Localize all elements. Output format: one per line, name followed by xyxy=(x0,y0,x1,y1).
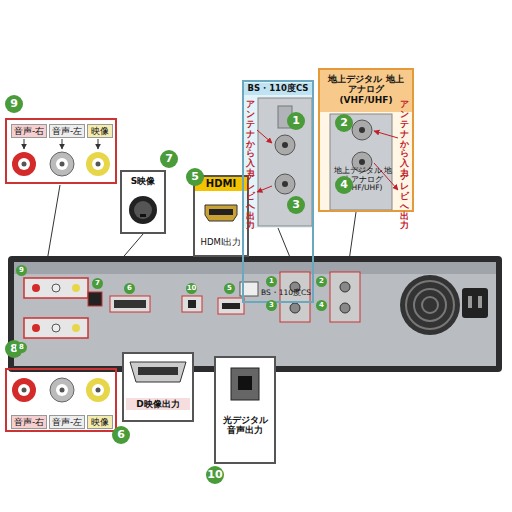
port-label: HDMI出力 xyxy=(195,237,247,249)
callout-number: 6 xyxy=(112,426,130,444)
callout-number: 4 xyxy=(335,176,353,194)
port-label: 音声-右 xyxy=(11,124,47,138)
callout-number: 3 xyxy=(287,196,305,214)
callout-number: 2 xyxy=(335,114,353,132)
callout-number: 9 xyxy=(16,265,27,276)
antenna-panel: 地上デジタル 地上アナログ (VHF/UHF)地上デジタル 地上アナログ (VH… xyxy=(318,68,414,212)
port-label: 地上デジタル 地上アナログ (VHF/UHF) xyxy=(326,73,406,106)
callout-number: 3 xyxy=(266,300,277,311)
port-label: 映像 xyxy=(87,124,113,138)
callout-number: 1 xyxy=(266,276,277,287)
callout-number: 6 xyxy=(124,283,135,294)
connector-box: S映像 xyxy=(120,170,166,234)
callout-number: 5 xyxy=(186,168,204,186)
port-label: 音声-左 xyxy=(49,415,85,429)
callout-number: 7 xyxy=(92,278,103,289)
port-label: S映像 xyxy=(122,175,164,187)
connector-box: D映像出力 xyxy=(122,352,194,422)
port-label: BS・110度CS xyxy=(244,83,312,95)
port-label: 音声-右 xyxy=(11,415,47,429)
port-label: D映像出力 xyxy=(126,398,190,410)
callout-number: 7 xyxy=(160,150,178,168)
callout-number: 2 xyxy=(316,276,327,287)
callout-number: 8 xyxy=(16,342,27,353)
port-label: BS・110度CS xyxy=(260,288,312,299)
direction-label: アンテナから入力 xyxy=(246,100,255,179)
jack-panel: 音声-右音声-左映像 xyxy=(5,368,117,432)
callout-number: 10 xyxy=(186,283,197,294)
callout-number: 9 xyxy=(5,95,23,113)
rca-jacks xyxy=(12,139,110,176)
callout-number: 10 xyxy=(206,466,224,484)
connector-box: 光デジタル 音声出力 xyxy=(214,356,276,464)
connector-box: HDMIHDMI出力 xyxy=(193,175,249,257)
callout-number: 4 xyxy=(316,300,327,311)
device-back xyxy=(8,256,502,372)
rca-jacks xyxy=(12,378,110,402)
port-label: 音声-左 xyxy=(49,124,85,138)
direction-label: アンテナから入力 xyxy=(400,100,409,179)
callout-number: 1 xyxy=(287,112,305,130)
port-label: 映像 xyxy=(87,415,113,429)
direction-label: テレビへ出力 xyxy=(246,172,255,231)
jack-panel: 音声-右音声-左映像 xyxy=(5,118,117,184)
callout-number: 5 xyxy=(224,283,235,294)
port-label: 光デジタル 音声出力 xyxy=(218,414,272,437)
direction-label: テレビへ出力 xyxy=(400,172,409,231)
